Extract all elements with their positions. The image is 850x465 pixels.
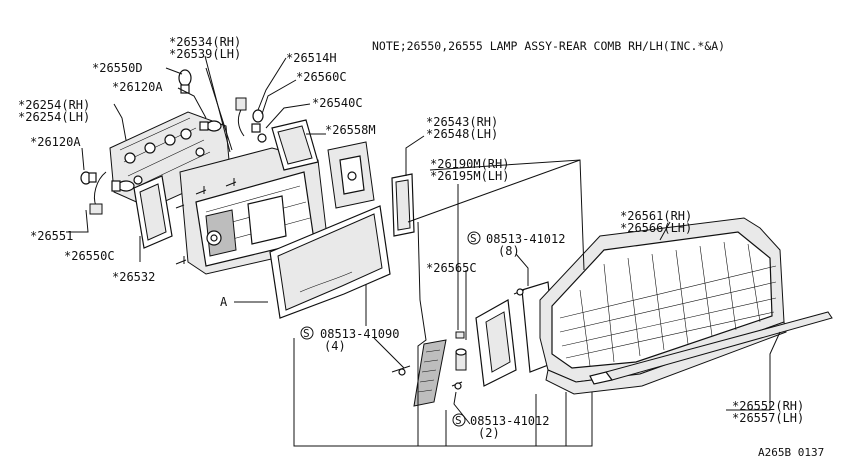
screw-callout-2: S 08513-41090 (4)	[300, 326, 399, 353]
screw-callout-1: S 08513-41012 (8)	[467, 231, 565, 258]
label-26560C: *26560C	[296, 70, 347, 84]
screws-left	[175, 178, 237, 265]
main-lens-26561	[539, 217, 787, 395]
label-26552: *26552(RH)	[732, 399, 804, 413]
label-26254RH: *26254(RH)	[18, 98, 90, 112]
label-26550C: *26550C	[64, 249, 115, 263]
screw-symbol-3: S	[455, 414, 462, 427]
label-26543: *26543(RH)	[426, 115, 498, 129]
label-26561: *26561(RH)	[620, 209, 692, 223]
reference-code: A265B 0137	[758, 446, 824, 459]
bulb-26120A-left	[80, 171, 97, 185]
label-26120A-left: *26120A	[30, 135, 81, 149]
screws-bottom	[391, 288, 525, 390]
socket-26534	[235, 97, 267, 143]
label-26548: *26548(LH)	[426, 127, 498, 141]
side-marker-bracket	[475, 270, 590, 387]
gasket-26532	[133, 175, 173, 249]
label-A: A	[220, 295, 228, 309]
leader-lines	[66, 55, 781, 447]
label-26558M: *26558M	[325, 123, 376, 137]
screw-code-2: 08513-41090	[320, 327, 399, 341]
screw-symbol-2: S	[303, 327, 310, 340]
screw-code-1: 08513-41012	[486, 232, 565, 246]
lamp-housing	[179, 147, 329, 275]
frame-plate-A	[269, 205, 391, 319]
label-26532: *26532	[112, 270, 155, 284]
clips-26565C	[455, 331, 467, 371]
label-26514H: *26514H	[286, 51, 337, 65]
label-26557: *26557(LH)	[732, 411, 804, 425]
screw-code-3: 08513-41012	[470, 414, 549, 428]
screw-callout-3: S 08513-41012 (2)	[452, 413, 549, 440]
screw-qty-1: (8)	[498, 244, 520, 258]
screw-qty-2: (4)	[324, 339, 346, 353]
label-26539: *26539(LH)	[169, 47, 241, 61]
garnish-26190M	[413, 339, 447, 407]
label-26550D: *26550D	[92, 61, 143, 75]
gasket-26558M	[271, 119, 319, 171]
reflector-housing	[327, 141, 375, 209]
side-lens-26543	[391, 173, 415, 237]
moulding-26552	[589, 311, 833, 385]
label-26254LH: *26254(LH)	[18, 110, 90, 124]
label-26540C: *26540C	[312, 96, 363, 110]
label-26190M: *26190M(RH)	[430, 157, 509, 171]
label-26120A-top: *26120A	[112, 80, 163, 94]
assembly-note: NOTE;26550,26555 LAMP ASSY-REAR COMB RH/…	[372, 39, 725, 53]
label-26566: *26566(LH)	[620, 221, 692, 235]
label-26565C: *26565C	[426, 261, 477, 275]
label-26551: *26551	[30, 229, 73, 243]
part-labels: *26534(RH) *26539(LH) *26514H *26550D *2…	[18, 35, 804, 425]
bulb-26120A-top	[199, 120, 222, 132]
label-26195M: *26195M(LH)	[430, 169, 509, 183]
label-26534: *26534(RH)	[169, 35, 241, 49]
socket-26551	[89, 171, 135, 215]
screw-symbol-1: S	[470, 232, 477, 245]
screw-qty-3: (2)	[478, 426, 500, 440]
bulb-26550D	[178, 69, 192, 94]
